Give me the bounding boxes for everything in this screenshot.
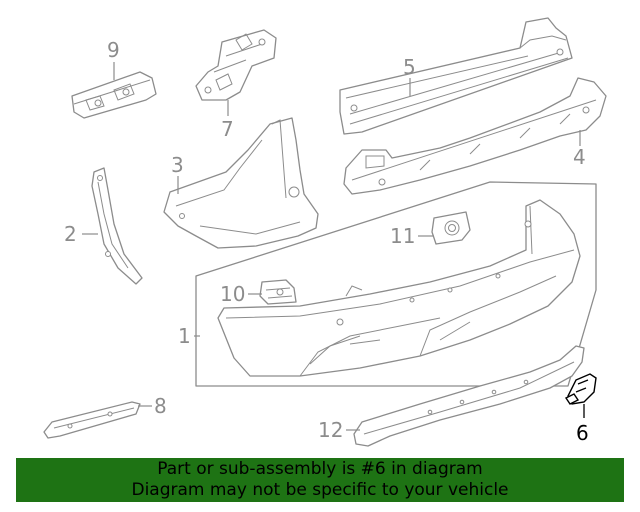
callout-8: 8 xyxy=(154,394,167,418)
part-5-impact-bar xyxy=(339,17,573,135)
part-4-energy-absorber xyxy=(343,77,607,195)
callout-4: 4 xyxy=(573,145,586,169)
parts-diagram: 9 7 5 4 3 xyxy=(43,17,607,447)
callout-1: 1 xyxy=(178,324,191,348)
banner-line-1: Part or sub-assembly is #6 in diagram xyxy=(157,459,483,479)
callout-6: 6 xyxy=(576,421,589,445)
part-12-lower-valance xyxy=(353,345,585,447)
callout-9: 9 xyxy=(107,38,120,62)
part-6-bracket-highlighted xyxy=(564,373,597,405)
callout-2: 2 xyxy=(64,222,77,246)
part-3-fascia-support xyxy=(163,117,319,249)
part-1-bumper-fascia xyxy=(217,199,581,377)
part-1-assembly-box xyxy=(195,181,597,387)
callout-7: 7 xyxy=(221,117,234,141)
callout-12: 12 xyxy=(318,418,343,442)
part-11-sensor-bracket xyxy=(431,211,471,245)
callout-10: 10 xyxy=(220,282,245,306)
callout-5: 5 xyxy=(403,55,416,79)
part-2-bracket xyxy=(91,167,143,285)
part-9-bracket xyxy=(71,71,157,119)
part-7-bracket xyxy=(195,29,277,101)
callout-3: 3 xyxy=(171,153,184,177)
part-8-strip xyxy=(43,401,141,439)
info-banner: Part or sub-assembly is #6 in diagram Di… xyxy=(16,458,624,502)
banner-line-2: Diagram may not be specific to your vehi… xyxy=(131,480,509,500)
part-10-bracket xyxy=(259,279,297,305)
callout-11: 11 xyxy=(390,224,415,248)
